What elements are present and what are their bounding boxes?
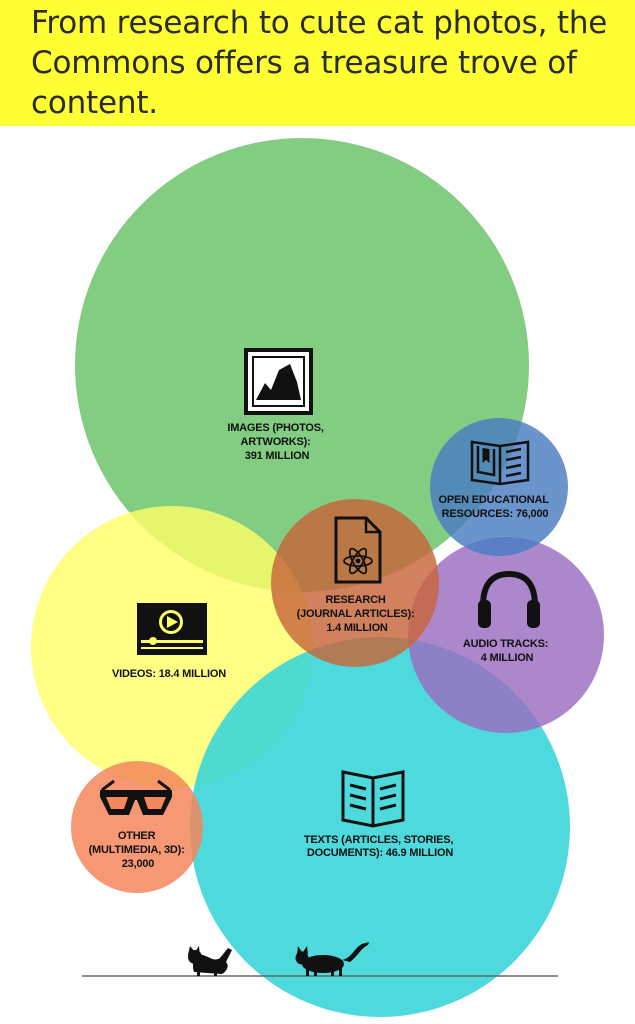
video-player-icon <box>137 603 207 655</box>
videos-label: VIDEOS: 18.4 MILLION <box>112 668 226 680</box>
texts-bubble <box>190 637 570 1017</box>
kitten-silhouette-icon <box>188 946 232 976</box>
open-book-icon <box>341 770 405 828</box>
headphones-icon <box>478 570 540 628</box>
texts-label: TEXTS (ARTICLES, STORIES, DOCUMENTS): 46… <box>304 834 456 859</box>
audio-bubble <box>408 537 604 733</box>
cat-silhouette-icon <box>295 942 369 976</box>
audio-label: AUDIO TRACKS: 4 MILLION <box>463 638 551 664</box>
oer-bubble <box>430 418 568 556</box>
images-label: IMAGES (PHOTOS, ARTWORKS): 391 MILLION <box>227 422 326 462</box>
other-bubble <box>71 761 203 893</box>
research-label: RESEARCH (JOURNAL ARTICLES): 1.4 MILLION <box>297 594 418 634</box>
picture-frame-icon <box>244 348 313 415</box>
headline: From research to cute cat photos, the Co… <box>31 5 608 121</box>
other-label: OTHER (MULTIMEDIA, 3D): 23,000 <box>89 830 188 870</box>
oer-label: OPEN EDUCATIONAL RESOURCES: 76,000 <box>439 494 552 520</box>
3d-glasses-icon <box>100 779 172 815</box>
open-textbook-icon <box>470 440 530 486</box>
header-banner: From research to cute cat photos, the Co… <box>0 0 635 126</box>
atom-document-icon <box>334 516 382 584</box>
